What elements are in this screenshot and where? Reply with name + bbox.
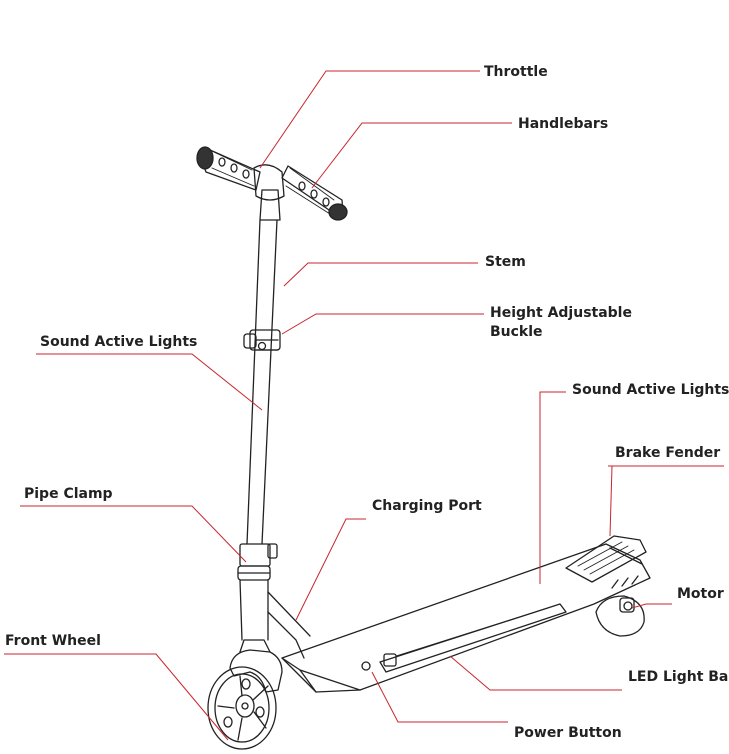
label-sound-active-lights-left: Sound Active Lights	[40, 334, 198, 350]
leader-lines	[4, 70, 724, 741]
height-buckle	[243, 329, 281, 351]
leader-sound-lights-right	[539, 391, 566, 584]
label-led-light-bar: LED Light Bar	[628, 669, 729, 685]
front-wheel	[207, 666, 277, 750]
leader-charging-port	[295, 518, 366, 621]
leader-brake-fender-drop	[609, 465, 613, 537]
label-pipe-clamp: Pipe Clamp	[24, 486, 113, 502]
stem-upper	[246, 219, 279, 545]
brake-fender	[565, 535, 647, 583]
label-height-adjustable-line2: Buckle	[490, 324, 543, 340]
label-handlebars: Handlebars	[518, 116, 609, 132]
label-throttle: Throttle	[484, 64, 548, 80]
label-motor: Motor	[677, 586, 724, 602]
leader-height-buckle	[281, 313, 484, 335]
label-height-adjustable-line1: Height Adjustable	[490, 305, 632, 321]
stem-lower	[237, 543, 278, 641]
label-power-button: Power Button	[514, 725, 622, 741]
fork	[229, 639, 283, 693]
label-stem: Stem	[485, 254, 526, 270]
leader-led-bar	[449, 655, 622, 691]
label-height-adjustable-buckle: Height Adjustable Buckle	[490, 304, 632, 342]
leader-handlebars	[311, 122, 512, 189]
label-brake-fender: Brake Fender	[615, 445, 721, 461]
label-front-wheel: Front Wheel	[5, 633, 101, 649]
label-charging-port: Charging Port	[372, 498, 482, 514]
deck	[281, 543, 651, 693]
leader-front-wheel	[4, 653, 229, 741]
deck-neck	[267, 591, 311, 659]
leader-motor	[631, 603, 672, 609]
label-sound-active-lights-right: Sound Active Lights	[572, 382, 729, 398]
leader-pipe-clamp	[20, 505, 247, 563]
leader-power-button	[371, 671, 508, 723]
handlebar-head	[253, 164, 285, 221]
leader-throttle	[259, 70, 480, 169]
leader-sound-lights-left	[36, 353, 263, 411]
rear-wheel	[595, 575, 645, 637]
handlebars	[196, 146, 348, 221]
leader-stem	[283, 262, 478, 287]
